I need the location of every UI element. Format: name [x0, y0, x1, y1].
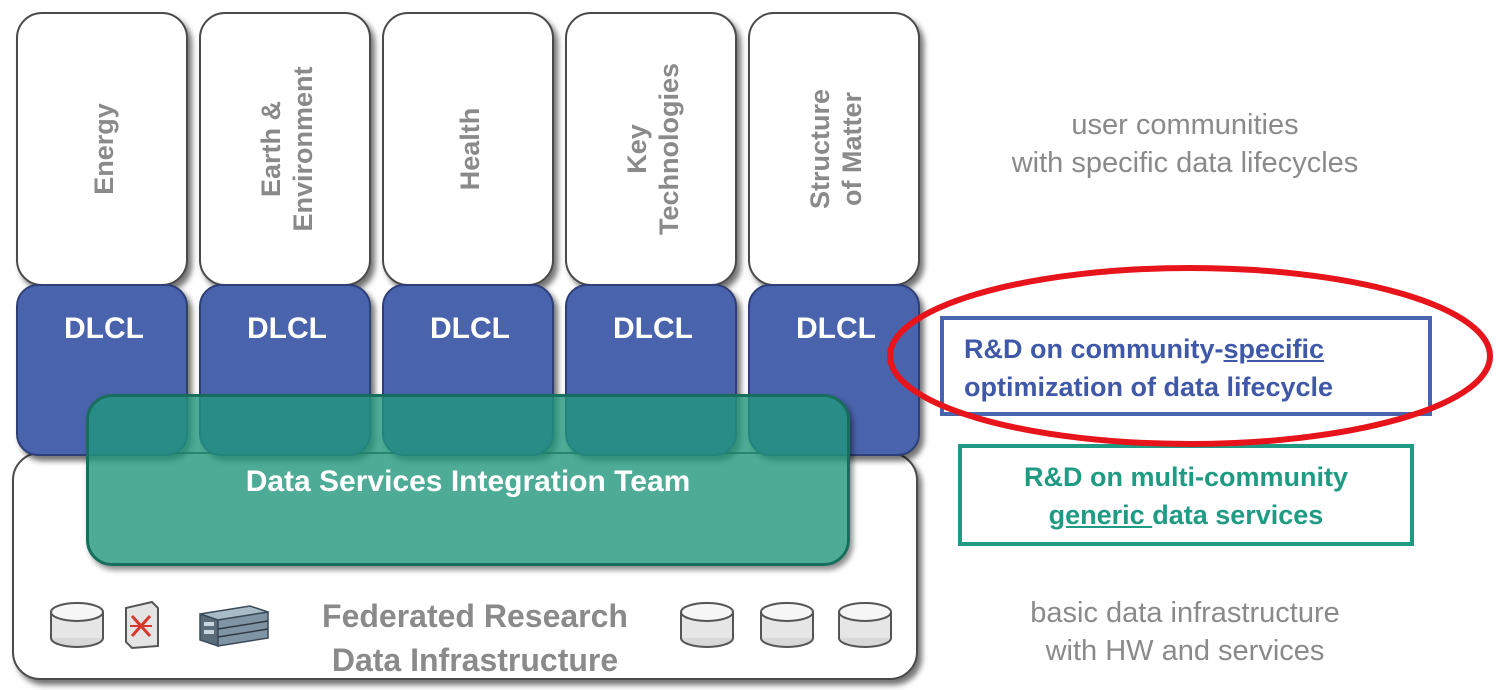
basic-infrastructure-label: basic data infrastructure with HW and se…: [960, 594, 1410, 670]
infrastructure-title: Federated Research Data Infrastructure: [290, 594, 660, 682]
basic-infrastructure-line2: with HW and services: [1045, 635, 1325, 667]
storage-disk-icon: [680, 602, 734, 648]
community-label-line: Technologies: [654, 62, 684, 236]
user-communities-line1: user communities: [1071, 109, 1299, 141]
community-box: Energy: [16, 12, 188, 286]
community-label-line: Health: [455, 107, 485, 191]
community-box: Structure of Matter: [748, 12, 920, 286]
dlcl-label: DLCL: [613, 312, 693, 345]
storage-disk-icon: [760, 602, 814, 648]
integration-team-box: Data Services Integration Team: [86, 394, 850, 566]
community-label: Energy: [88, 103, 120, 195]
community-column-health: Health DLCL: [382, 12, 554, 456]
community-column-key-technologies: Key Technologies DLCL: [565, 12, 737, 456]
user-communities-label: user communities with specific data life…: [960, 106, 1410, 182]
rd-generic-underlined: generic: [1048, 500, 1153, 530]
community-label-line: Energy: [89, 103, 119, 195]
community-box: Key Technologies: [565, 12, 737, 286]
infrastructure-title-line2: Data Infrastructure: [331, 642, 619, 678]
rd-generic-line1: R&D on multi-community: [1024, 462, 1348, 492]
storage-disk-icon: [838, 602, 892, 648]
rd-community-specific-box: R&D on community-specific optimization o…: [940, 316, 1432, 416]
community-box: Earth & Environment: [199, 12, 371, 286]
community-label-line: Structure: [805, 88, 835, 210]
user-communities-line2: with specific data lifecycles: [1011, 147, 1359, 179]
basic-infrastructure-line1: basic data infrastructure: [1030, 597, 1340, 629]
community-column-earth-environment: Earth & Environment DLCL: [199, 12, 371, 456]
community-label: Key Technologies: [621, 63, 685, 235]
community-label-line: Key: [622, 124, 652, 174]
community-box: Health: [382, 12, 554, 286]
highlight-ellipse: [887, 265, 1493, 447]
rd-specific-text: R&D on community-: [964, 334, 1224, 364]
dlcl-label: DLCL: [247, 312, 327, 345]
community-label: Structure of Matter: [804, 89, 868, 209]
infrastructure-title-line1: Federated Research: [322, 598, 628, 634]
dlcl-label: DLCL: [64, 312, 144, 345]
rd-generic-text: data services: [1152, 500, 1324, 530]
rd-generic-services-box: R&D on multi-community generic data serv…: [958, 444, 1414, 546]
storage-disk-icon: [50, 602, 104, 648]
dlcl-label: DLCL: [430, 312, 510, 345]
community-label-line: of Matter: [837, 92, 867, 206]
integration-team-label: Data Services Integration Team: [245, 465, 691, 498]
rd-specific-underlined: specific: [1223, 334, 1325, 364]
rd-specific-line1: R&D on community-specific: [964, 330, 1428, 368]
community-label: Health: [454, 108, 486, 191]
server-rack-icon: [199, 605, 269, 648]
community-label-line: Earth &: [256, 100, 286, 198]
community-column-energy: Energy DLCL: [16, 12, 188, 456]
rd-generic-line2: generic data services: [962, 496, 1410, 534]
community-label: Earth & Environment: [255, 66, 319, 231]
community-label-line: Environment: [288, 66, 318, 232]
network-switch-icon: [125, 600, 159, 650]
dlcl-label: DLCL: [796, 312, 876, 345]
rd-specific-line2: optimization of data lifecycle: [964, 372, 1334, 402]
